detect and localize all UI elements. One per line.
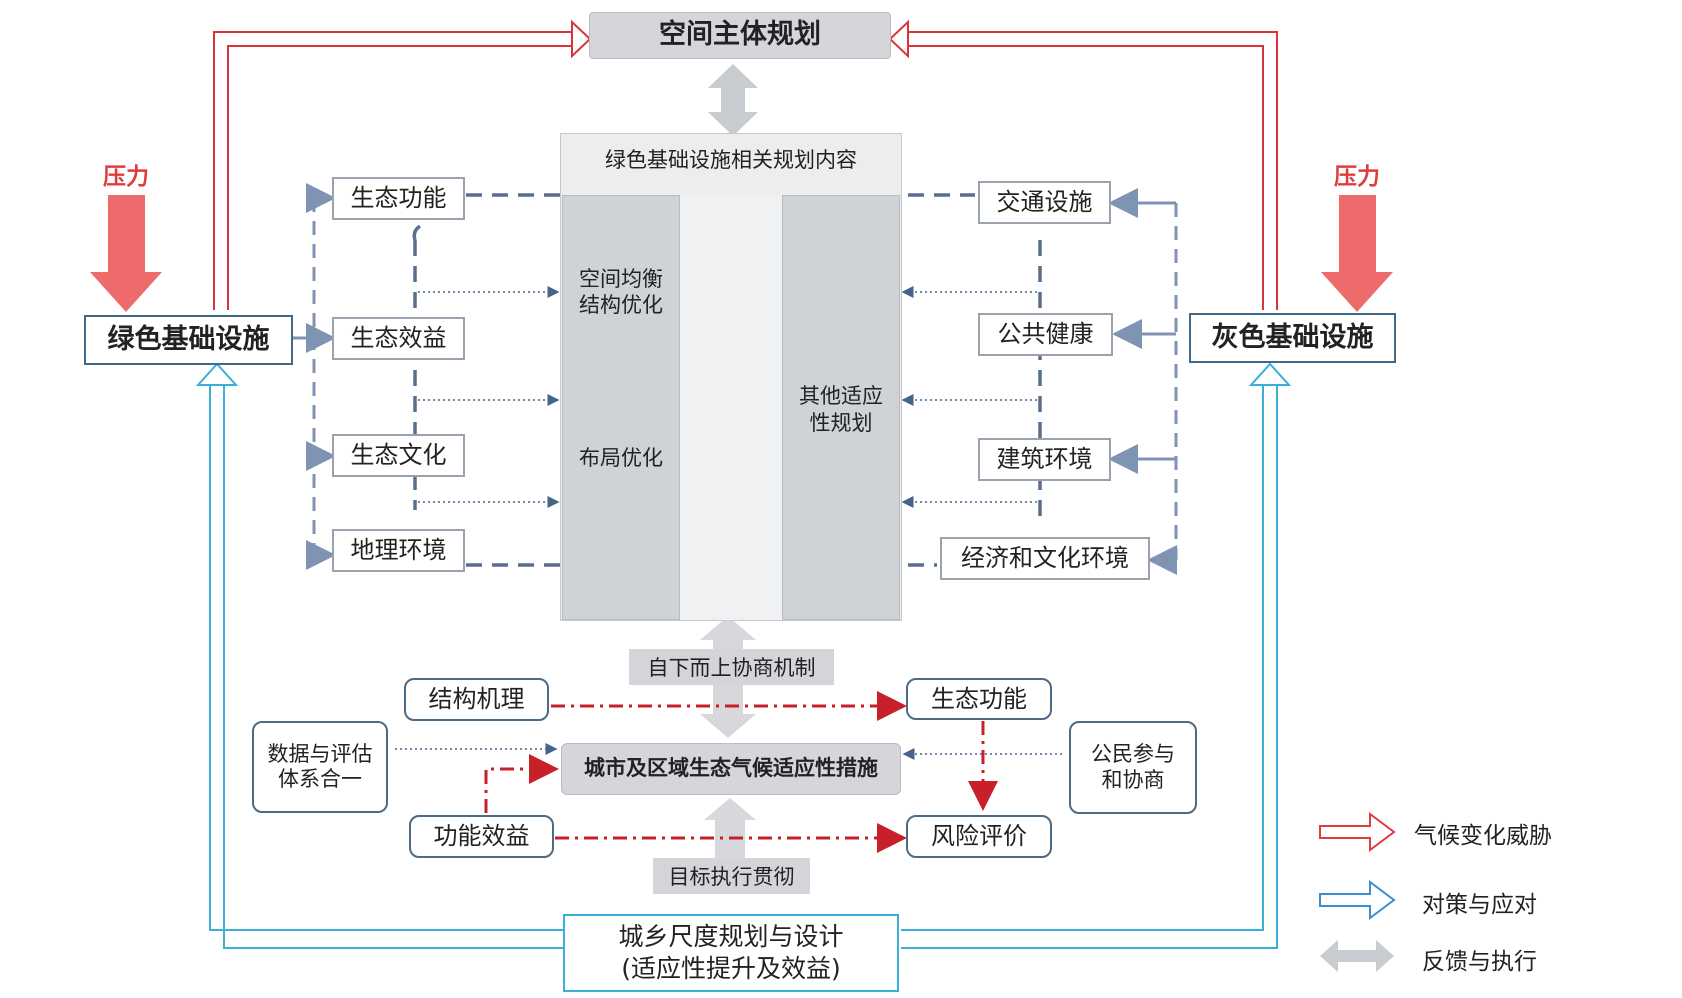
cyan-left-loop <box>209 385 566 949</box>
urban-rural-planning-box: 城乡尺度规划与设计 (适应性提升及效益) <box>563 914 899 992</box>
red-left-arrowhead <box>571 19 592 59</box>
feedback-arrow-top <box>708 64 758 136</box>
legend-feedback-execution: 反馈与执行 <box>1422 949 1537 975</box>
pressure-left-arrow <box>90 195 162 312</box>
data-evaluation-line1: 数据与评估 <box>267 741 373 766</box>
urban-rural-planning-line2: (适应性提升及效益) <box>621 954 841 983</box>
left-item-ecological-culture: 生态文化 <box>332 434 465 477</box>
grey-infrastructure-box: 灰色基础设施 <box>1189 313 1396 363</box>
right-item-transport: 交通设施 <box>978 181 1111 224</box>
red-left-loop <box>213 31 574 310</box>
spatial-master-plan-box: 空间主体规划 <box>589 12 891 59</box>
right-item-public-health: 公共健康 <box>978 313 1113 356</box>
adaptation-measures-box: 城市及区域生态气候适应性措施 <box>561 743 901 795</box>
right-item-built-environment: 建筑环境 <box>978 438 1111 481</box>
center-left-text-1: 空间均衡 <box>579 267 663 291</box>
lower-ecological-function-box: 生态功能 <box>906 678 1052 720</box>
center-panel-title: 绿色基础设施相关规划内容 <box>605 148 857 172</box>
feedback-arrow-low <box>704 798 756 870</box>
red-right-loop <box>906 31 1278 310</box>
red-right-arrowhead <box>888 19 909 59</box>
center-left-text-3: 布局优化 <box>579 446 663 470</box>
center-left-column <box>562 195 680 620</box>
pressure-left-label: 压力 <box>103 164 149 190</box>
center-right-text-2: 性规划 <box>809 411 873 435</box>
citizen-participation-box: 公民参与 和协商 <box>1069 721 1197 814</box>
functional-benefit-box: 功能效益 <box>409 815 554 858</box>
center-left-text-2: 结构优化 <box>579 293 663 317</box>
legend-countermeasures: 对策与应对 <box>1422 892 1537 918</box>
structure-mechanism-box: 结构机理 <box>404 678 549 721</box>
cyan-right-arrowhead <box>1248 362 1292 386</box>
legend-blue-arrow-icon <box>1319 880 1396 920</box>
left-item-ecological-benefit: 生态效益 <box>332 317 465 360</box>
center-right-text-1: 其他适应 <box>799 384 883 408</box>
citizen-participation-line2: 和协商 <box>1101 767 1165 792</box>
right-item-economy-culture: 经济和文化环境 <box>940 537 1150 580</box>
legend-grey-double-arrow-icon <box>1320 940 1394 972</box>
data-evaluation-line2: 体系合一 <box>278 767 362 791</box>
citizen-participation-line1: 公民参与 <box>1091 742 1175 767</box>
green-infrastructure-box: 绿色基础设施 <box>84 315 293 365</box>
left-item-ecological-function: 生态功能 <box>332 177 465 220</box>
bottom-up-negotiation-label: 自下而上协商机制 <box>629 649 834 685</box>
cyan-right-loop <box>901 385 1278 949</box>
center-middle-column <box>680 195 782 620</box>
center-right-column <box>782 195 900 620</box>
target-execution-label: 目标执行贯彻 <box>653 858 810 894</box>
cyan-left-arrowhead <box>195 362 239 386</box>
legend-icons <box>1319 812 1396 972</box>
left-item-geographic-environment: 地理环境 <box>332 529 465 572</box>
risk-assessment-box: 风险评价 <box>906 815 1052 858</box>
legend-red-arrow-icon <box>1319 812 1396 852</box>
pressure-right-arrow <box>1321 195 1393 312</box>
data-evaluation-box: 数据与评估 体系合一 <box>252 721 388 813</box>
pressure-right-label: 压力 <box>1334 164 1380 190</box>
legend-climate-threat: 气候变化威胁 <box>1414 823 1552 849</box>
urban-rural-planning-line1: 城乡尺度规划与设计 <box>618 921 844 951</box>
